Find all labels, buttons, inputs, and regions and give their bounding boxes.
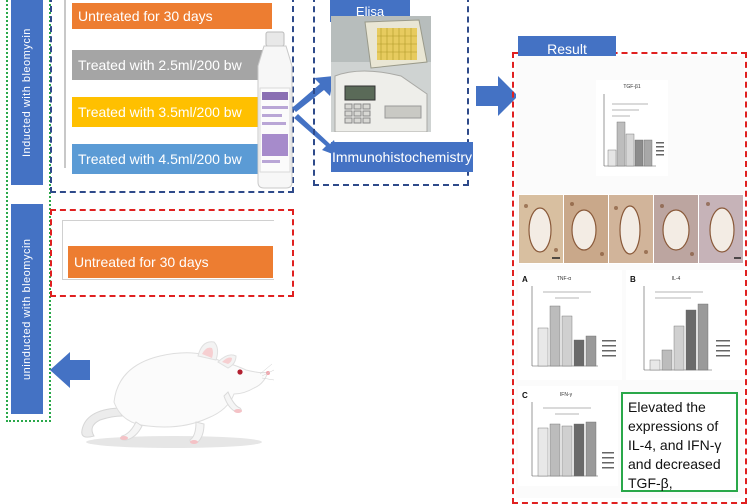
elisa-reader-image [331,16,431,132]
chart-il-4: B IL-4 [626,270,744,380]
uninduced-group-box [50,209,294,297]
methods-box [313,0,469,186]
induced-vertical-label: Inducted with bleomycin [11,0,43,185]
induced-group-box [50,0,294,193]
group-untreated: Untreated for 30 days [72,3,272,29]
group-untreated-label: Untreated for 30 days [78,8,213,24]
uninduced-vertical-label: uninducted with bleomycin [11,204,43,414]
group-control-untreated-label: Untreated for 30 days [74,254,209,270]
white-rat-image [81,341,274,448]
uninduced-connector [62,220,274,280]
chart-tgf-title: TGF-β1 [623,84,641,90]
panel-c-letter: C [522,391,528,400]
arrow-to-ihc [294,114,338,156]
chart-ifn-gamma: C IFN-γ [518,386,618,486]
panel-b-letter: B [630,275,636,284]
chart-il4-title: IL-4 [672,276,681,282]
group-treated-2-5-label: Treated with 2.5ml/200 bw [78,57,242,73]
group-treated-4-5: Treated with 4.5ml/200 bw [72,144,272,174]
result-label: Result [547,41,587,57]
group-treated-4-5-label: Treated with 4.5ml/200 bw [78,151,242,167]
chart-tgf-beta: TGF-β1 [596,80,668,176]
group-control-untreated: Untreated for 30 days [68,246,273,278]
group-treated-3-5-label: Treated with 3.5ml/200 bw [78,104,242,120]
panel-a-letter: A [522,275,528,284]
conclusion-text: Elevated the expressions of IL-4, and IF… [628,399,722,491]
chart-ifn-title: IFN-γ [560,392,573,398]
group-treated-2-5: Treated with 2.5ml/200 bw [72,50,272,80]
chart-tnf-title: TNF-α [557,276,571,282]
group-treated-3-5: Treated with 3.5ml/200 bw [72,97,272,127]
elisa-label: Elisa [355,3,385,19]
connector-lines [64,0,66,168]
ihc-histology-strip [518,194,744,264]
ihc-label: Immunohistochemistry [331,149,473,165]
conclusion-box: Elevated the expressions of IL-4, and IF… [621,392,738,492]
arrow-to-rat [50,352,90,388]
ihc-label-box: Immunohistochemistry [331,142,473,172]
medicine-bottle-image [257,31,293,189]
chart-tnf-alpha: A TNF-α [518,270,622,380]
arrow-to-result [476,76,518,116]
